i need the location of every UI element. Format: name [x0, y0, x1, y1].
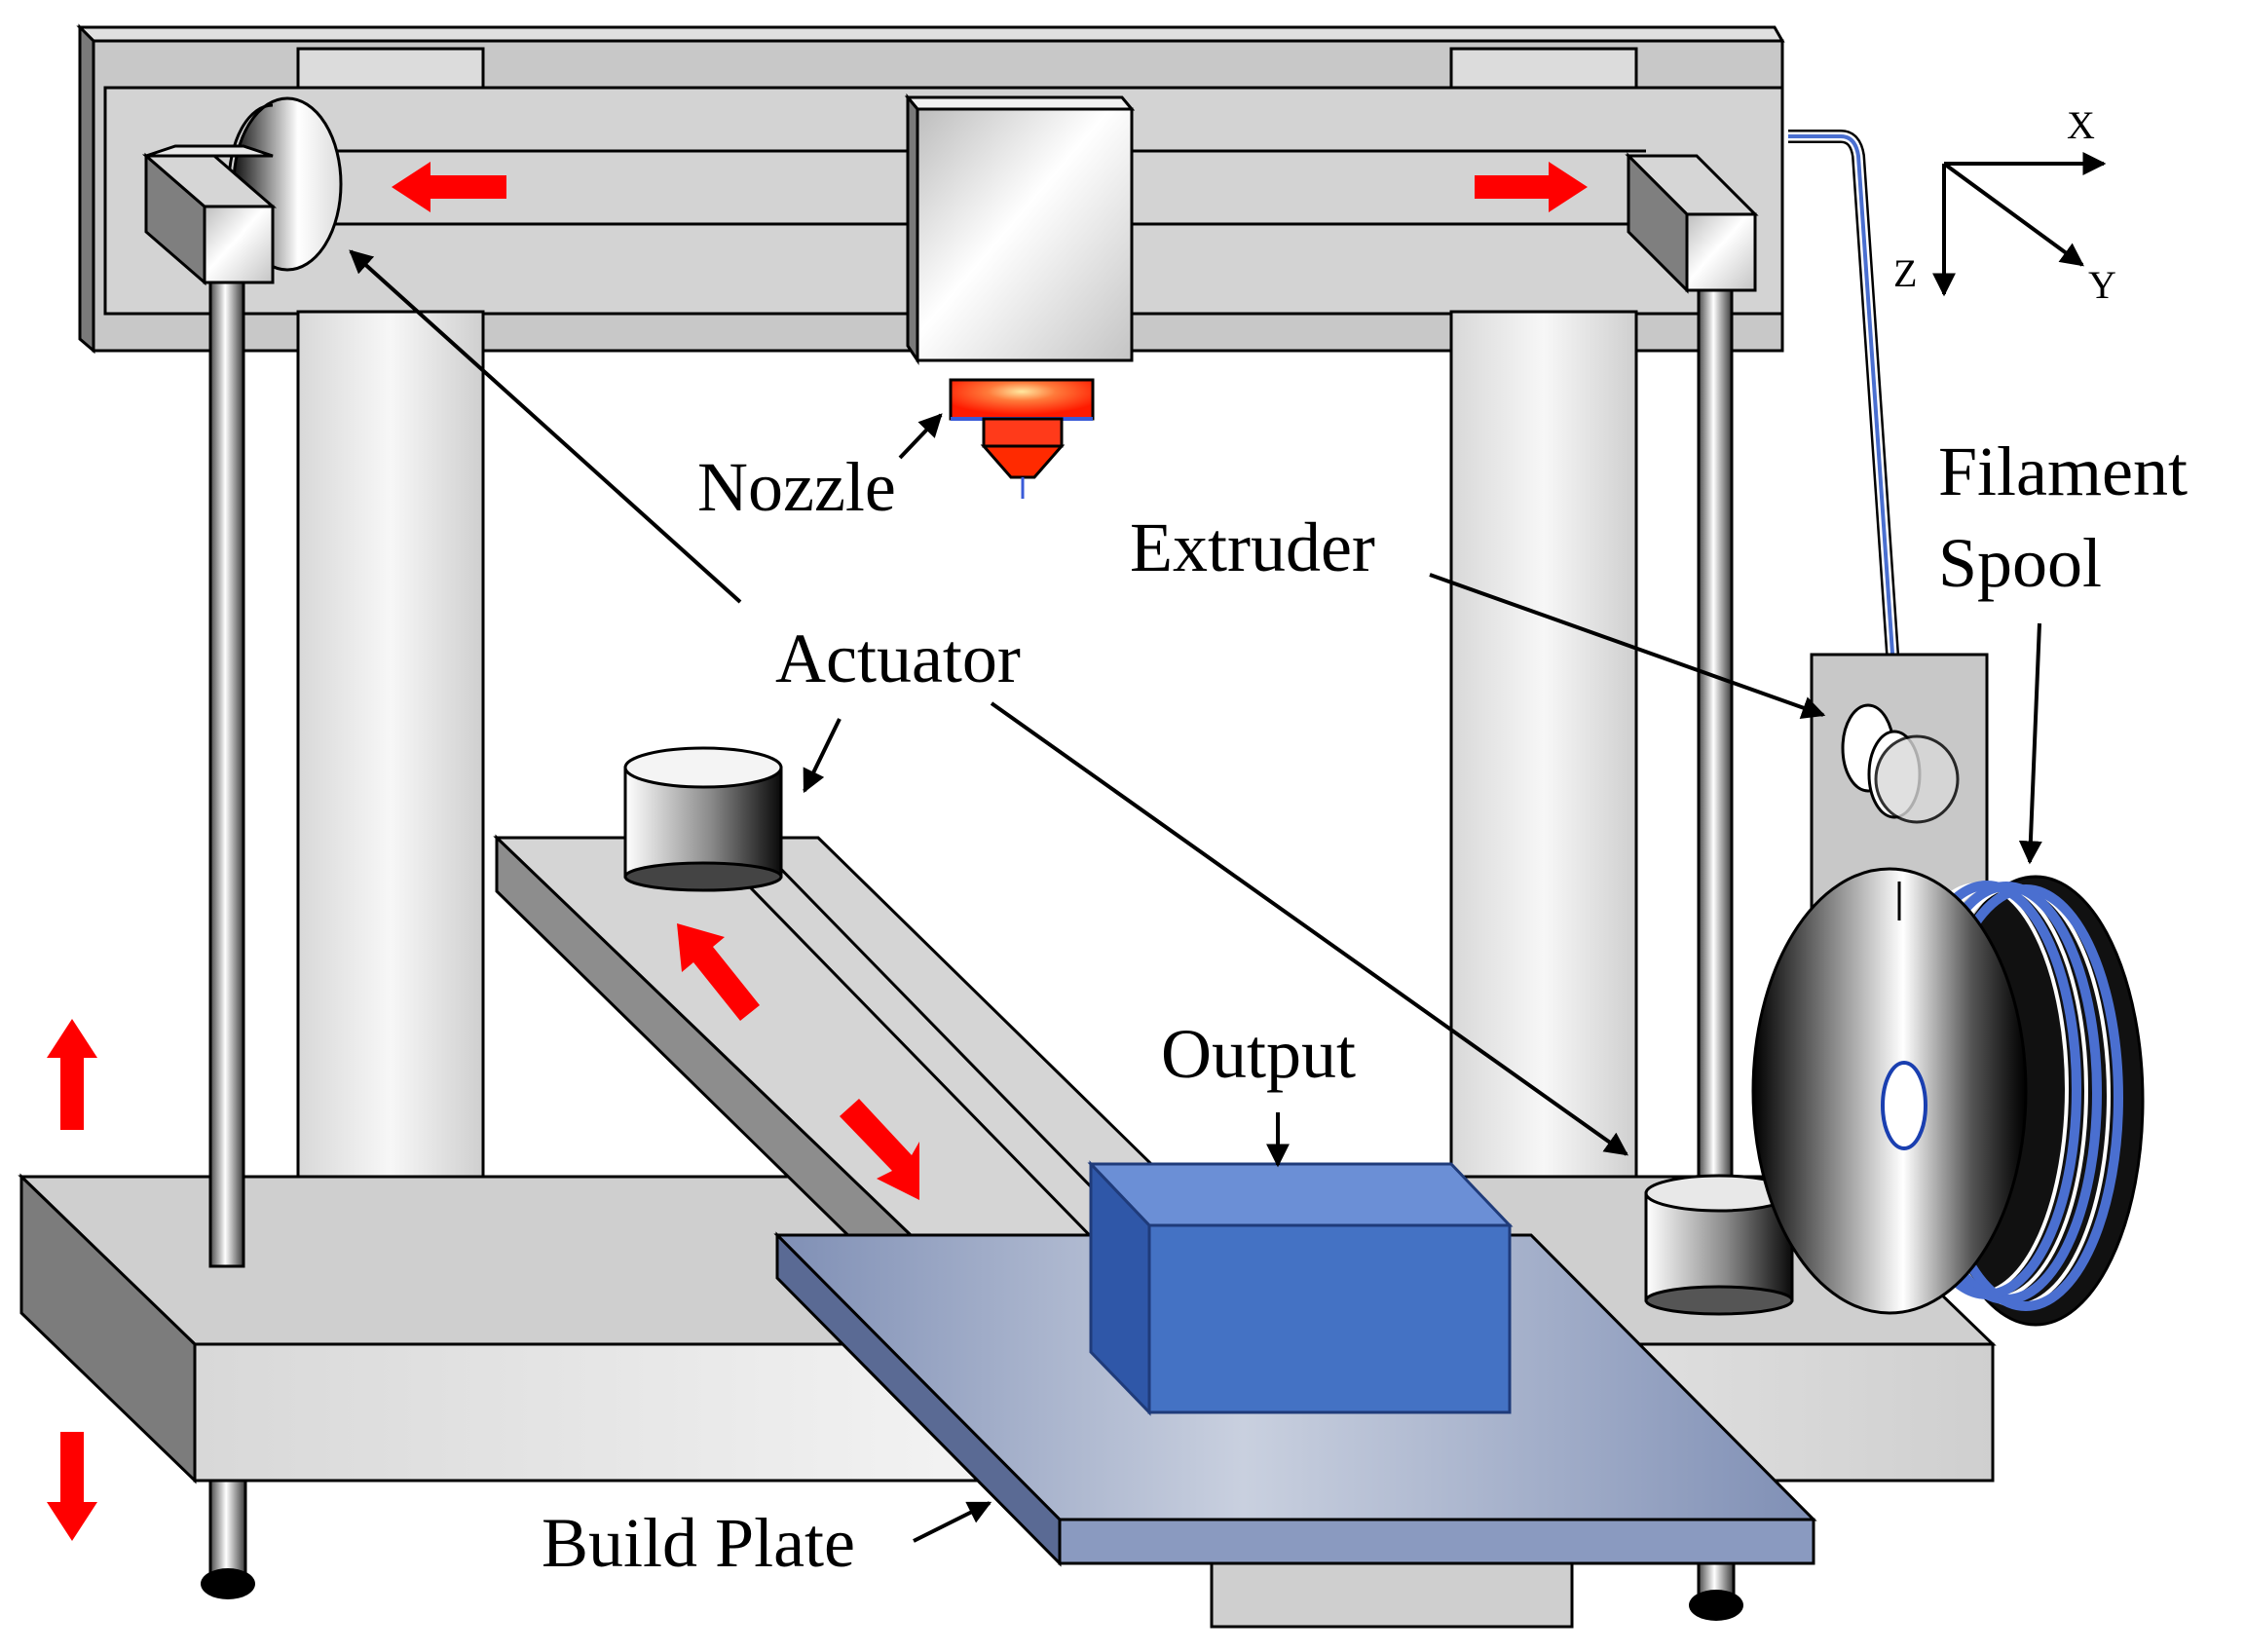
actuator-leader-top [349, 249, 742, 604]
arrow-down-icon [47, 1432, 97, 1541]
build-plate-leader [913, 1501, 992, 1543]
actuator-leader-right [990, 701, 1628, 1156]
spool-label: Spool [1938, 524, 2102, 602]
x-left-block [141, 144, 278, 286]
right-foot [1689, 1557, 1743, 1621]
nozzle-label: Nozzle [697, 448, 896, 526]
spool-leader [2018, 622, 2042, 865]
arrow-up-left-icon [677, 923, 760, 1021]
right-z-rod [1697, 271, 1734, 1190]
arrow-down-right-icon [840, 1099, 919, 1200]
y-actuator-motor [623, 746, 783, 892]
actuator-leader-cyl [803, 718, 842, 794]
print-head [904, 93, 1136, 365]
axis-z-label: Z [1893, 251, 1917, 295]
nozzle-heater [949, 378, 1095, 499]
axis-x-label: X [2067, 103, 2095, 147]
arrow-up-icon [47, 1019, 97, 1130]
left-column [296, 310, 485, 1220]
build-plate-label: Build Plate [542, 1504, 855, 1582]
actuator-label: Actuator [775, 620, 1021, 697]
z-actuator-motor [1644, 1174, 1794, 1316]
build-plate-support [1210, 1557, 1574, 1629]
x-right-block [1625, 152, 1759, 294]
extruder-leader [1429, 573, 1826, 720]
extruder-gears [1841, 703, 1960, 824]
axis-y-label: Y [2088, 263, 2116, 307]
leader-lines [349, 249, 2042, 1543]
nozzle-leader [898, 413, 943, 460]
axes-glyph [1932, 152, 2107, 297]
arrow-left-icon [392, 162, 506, 212]
left-foot [201, 1479, 255, 1599]
extruder-label: Extruder [1130, 508, 1375, 586]
arrow-right-icon [1475, 162, 1588, 212]
output-part [1087, 1160, 1514, 1416]
filament-label: Filament [1938, 432, 2188, 510]
output-label: Output [1161, 1015, 1356, 1093]
filament-spool [1751, 867, 2145, 1327]
motion-arrows [47, 162, 1588, 1541]
filament-tube [1788, 130, 1906, 887]
right-column [1449, 310, 1638, 1220]
left-z-rod [208, 251, 245, 1268]
